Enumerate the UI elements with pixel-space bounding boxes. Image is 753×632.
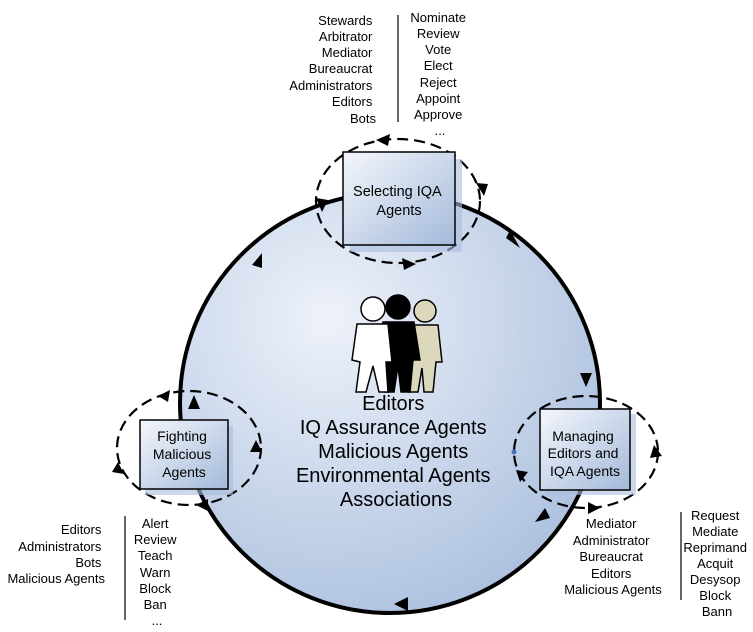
- center-list: Editors IQ Assurance Agents Malicious Ag…: [296, 393, 496, 511]
- managing-box-label: Managing Editors and IQA Agents: [548, 428, 623, 479]
- cycle-arrow-left: [188, 395, 200, 409]
- selecting-dashed-loop: [314, 137, 482, 265]
- cycle-arrow-bottom: [394, 597, 408, 611]
- group-of-people-icon: [351, 294, 443, 393]
- center-line: Editors: [362, 393, 424, 415]
- managing-box: [539, 408, 631, 491]
- fighting-box-label: Fighting Malicious Agents: [153, 428, 215, 480]
- fighting-node: Fighting Malicious Agents: [112, 389, 263, 511]
- fighting-roles-list: Editors Administrators Bots Malicious Ag…: [7, 522, 105, 586]
- center-line: IQ Assurance Agents: [300, 417, 487, 439]
- fighting-actions-list: Alert Review Teach Warn Block Ban ...: [134, 516, 180, 628]
- selecting-box: [342, 151, 456, 246]
- cycle-arrow-bottom-right: [535, 508, 550, 522]
- center-line: Malicious Agents: [318, 441, 468, 463]
- cycle-arrow-top-right: [506, 230, 520, 248]
- fighting-box: [139, 419, 229, 490]
- managing-actions-list: Request Mediate Reprimand Acquit Desysop…: [683, 508, 750, 619]
- cycle-arrow-top-left: [252, 253, 262, 268]
- center-line: Environmental Agents: [296, 465, 491, 487]
- fighting-dashed-loop: [115, 389, 263, 507]
- selecting-actions-list: Nominate Review Vote Elect Reject Appoin…: [410, 10, 469, 138]
- main-cycle-arrows: [188, 230, 592, 611]
- selecting-box-label: Selecting IQA Agents: [353, 184, 445, 219]
- managing-node: Managing Editors and IQA Agents: [511, 394, 662, 514]
- center-line: Associations: [340, 489, 452, 511]
- cycle-arrow-right: [580, 373, 592, 387]
- managing-roles-list: Mediator Administrator Bureaucrat Editor…: [564, 516, 662, 597]
- selecting-roles-list: Stewards Arbitrator Mediator Bureaucrat …: [289, 13, 376, 126]
- selecting-node: Selecting IQA Agents: [314, 134, 488, 270]
